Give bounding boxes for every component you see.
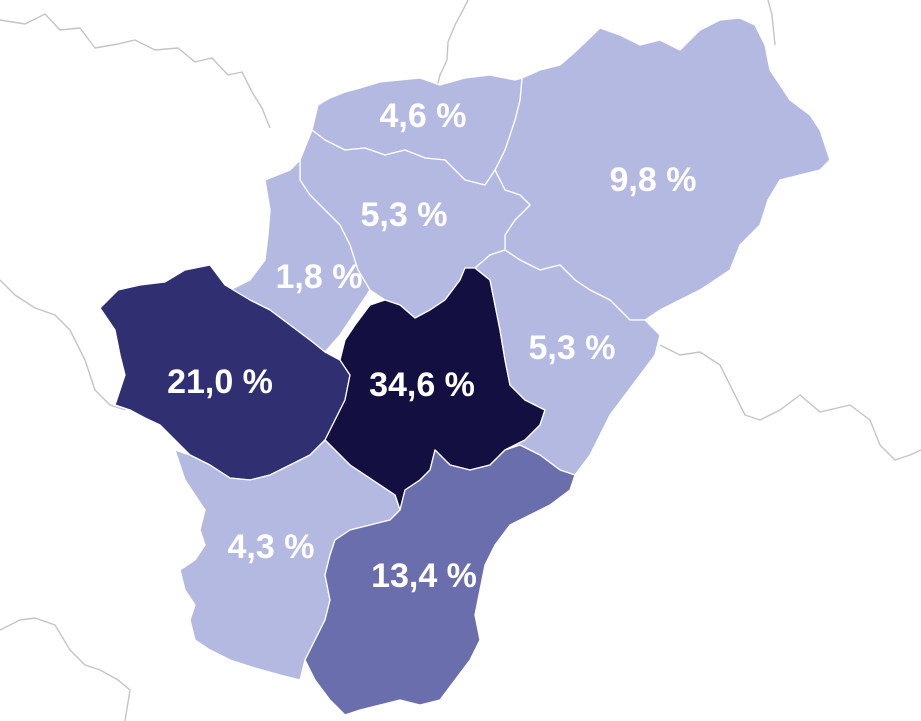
label-south: 13,4 % <box>371 557 477 595</box>
label-east: 5,3 % <box>529 329 616 367</box>
region-west-small[interactable] <box>229 159 371 353</box>
label-west: 21,0 % <box>167 363 273 401</box>
outside-border-east <box>659 344 921 461</box>
outside-border-northeast <box>767 0 776 46</box>
label-west-small: 1,8 % <box>276 258 363 296</box>
outside-border-southwest <box>0 617 131 721</box>
outside-border-northwest <box>0 13 271 129</box>
region-east[interactable] <box>474 249 661 476</box>
label-south-west: 4,3 % <box>228 528 315 566</box>
label-center-north: 5,3 % <box>361 196 448 234</box>
region-labels: 4,6 % 9,8 % 5,3 % 1,8 % 21,0 % 34,6 % 5,… <box>167 97 696 595</box>
label-north: 4,6 % <box>380 97 467 135</box>
outside-border-west <box>0 279 126 411</box>
outside-border-north <box>434 0 469 96</box>
region-south[interactable] <box>304 444 576 716</box>
label-center: 34,6 % <box>369 366 475 404</box>
regions <box>99 17 831 716</box>
label-north-east: 9,8 % <box>610 161 697 199</box>
